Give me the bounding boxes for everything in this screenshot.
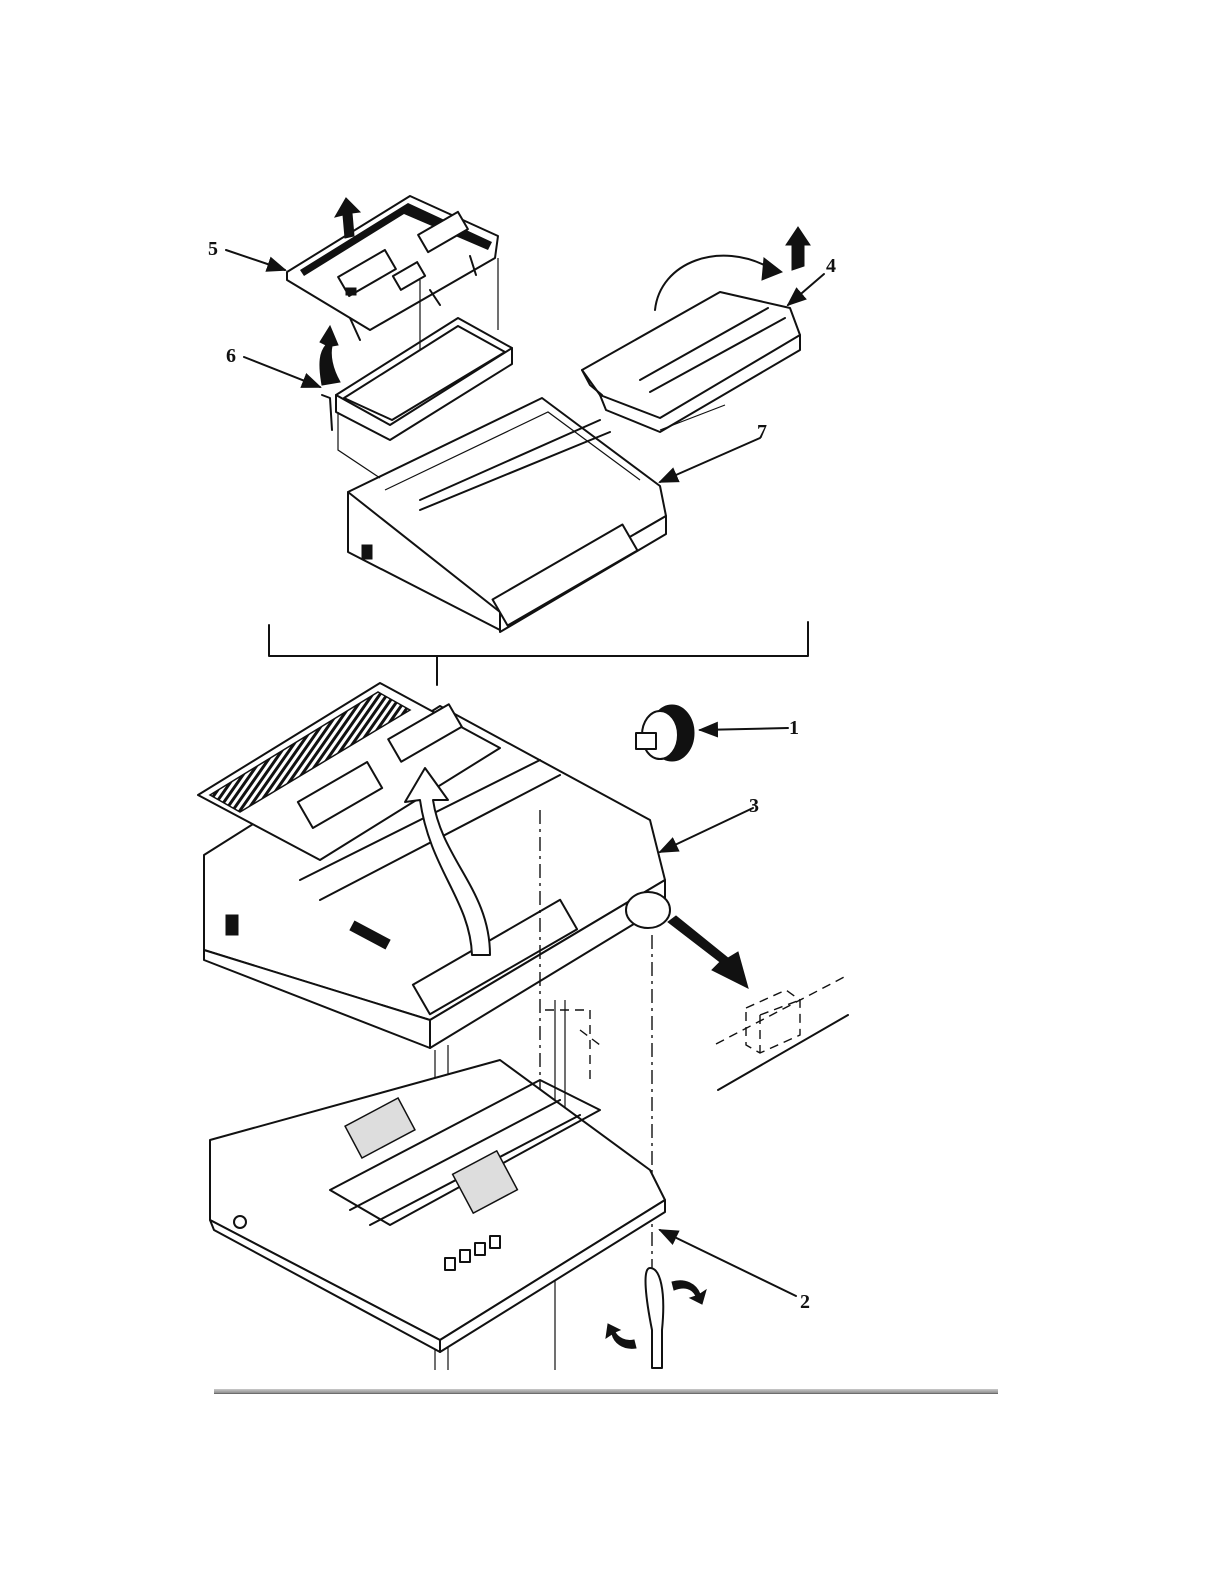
callout-3: 3 xyxy=(749,795,759,817)
page-divider-rule xyxy=(214,1389,998,1394)
screwdriver-tool xyxy=(606,1268,706,1368)
callout-7: 7 xyxy=(757,421,767,443)
callout-6: 6 xyxy=(226,345,236,367)
knob-cover-removal xyxy=(626,892,848,1090)
paper-separator-part xyxy=(287,196,498,340)
callout-4: 4 xyxy=(826,255,836,277)
printer-mechanism-base-part xyxy=(210,1060,665,1352)
callout-1: 1 xyxy=(789,717,799,739)
access-cover-part xyxy=(322,318,512,440)
callout-5: 5 xyxy=(208,238,218,260)
printer-top-housing-part xyxy=(348,398,666,632)
callout-2: 2 xyxy=(800,1291,810,1313)
assembly-bracket xyxy=(269,622,808,685)
platen-knob-part xyxy=(636,705,694,761)
ribbon-cover-part xyxy=(582,292,800,432)
